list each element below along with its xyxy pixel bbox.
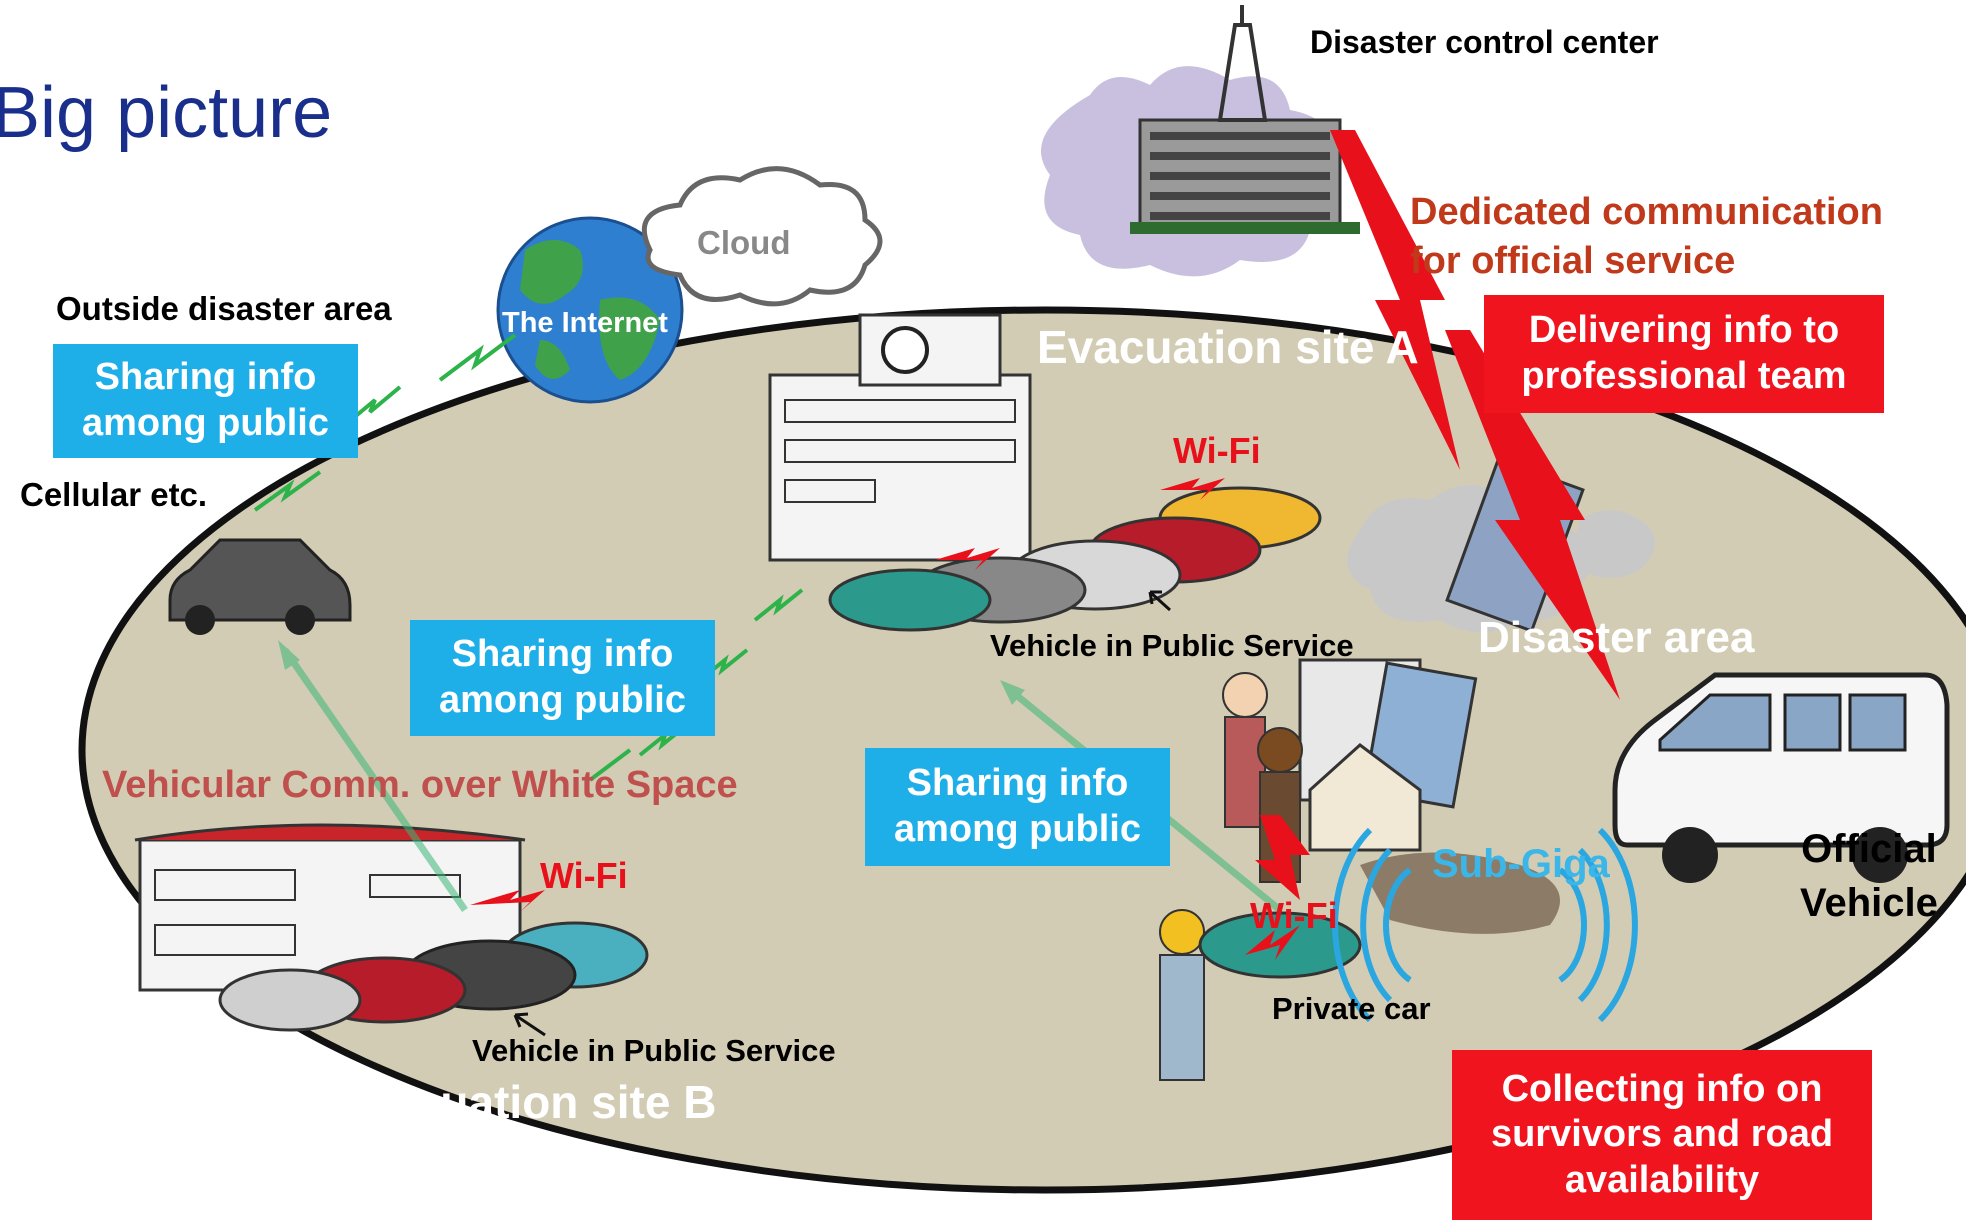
vehicle-public-service-label-b: Vehicle in Public Service	[472, 1033, 836, 1068]
dedicated-communication-label: Dedicated communication for official ser…	[1410, 191, 1883, 283]
wifi-label-private-car: Wi-Fi	[1250, 895, 1338, 936]
survivors-people	[1159, 672, 1303, 1081]
sharing-info-text-outside: Sharing info among public	[82, 356, 329, 444]
lightning-links	[470, 130, 1620, 960]
page-title: Big picture	[0, 73, 333, 153]
cloud-label: Cloud	[697, 224, 791, 261]
cloud-icon	[641, 166, 883, 307]
vehicle-public-service-label-a: Vehicle in Public Service	[990, 628, 1354, 663]
site-b-vehicles	[218, 921, 649, 1032]
official-vehicle-label: Official Vehicle	[1800, 827, 1938, 925]
evacuation-site-a-building	[768, 313, 1032, 562]
wifi-label-site-a: Wi-Fi	[1173, 430, 1261, 471]
vehicular-comm-label: Vehicular Comm. over White Space	[102, 764, 738, 806]
delivering-info-text: Delivering info to professional team	[1521, 309, 1847, 397]
sub-giga-label: Sub-Giga	[1432, 842, 1610, 886]
collecting-info-box: Collecting info on survivors and road av…	[1452, 1050, 1872, 1220]
outside-area-car	[168, 538, 352, 635]
cellular-label: Cellular etc.	[20, 476, 208, 513]
official-vehicle-van	[1612, 672, 1950, 883]
disaster-control-center-building	[1041, 5, 1360, 277]
evacuation-site-b-label: Evacuation site B	[333, 1076, 717, 1128]
disaster-control-center-label: Disaster control center	[1310, 24, 1659, 60]
site-a-vehicles	[828, 486, 1322, 632]
pointer-arrows	[513, 590, 1172, 1037]
sharing-info-text-center: Sharing info among public	[439, 633, 686, 721]
collecting-info-text: Collecting info on survivors and road av…	[1490, 1067, 1834, 1201]
disaster-area-scene	[1298, 457, 1655, 934]
sharing-info-box-center: Sharing info among public	[410, 620, 715, 736]
evacuation-site-a-label: Evacuation site A	[1037, 321, 1419, 373]
disaster-area-label: Disaster area	[1478, 613, 1755, 662]
delivering-info-box: Delivering info to professional team	[1484, 295, 1884, 413]
private-car-label: Private car	[1272, 991, 1431, 1026]
sharing-info-box-right: Sharing info among public	[865, 748, 1170, 866]
wifi-label-site-b: Wi-Fi	[540, 855, 628, 896]
outside-disaster-area-label: Outside disaster area	[56, 290, 392, 327]
sub-giga-waves	[1332, 827, 1638, 1023]
sharing-info-text-right: Sharing info among public	[894, 762, 1141, 850]
sharing-info-box-outside: Sharing info among public	[53, 344, 358, 458]
internet-globe-icon	[496, 216, 684, 404]
internet-label: The Internet	[502, 307, 668, 339]
